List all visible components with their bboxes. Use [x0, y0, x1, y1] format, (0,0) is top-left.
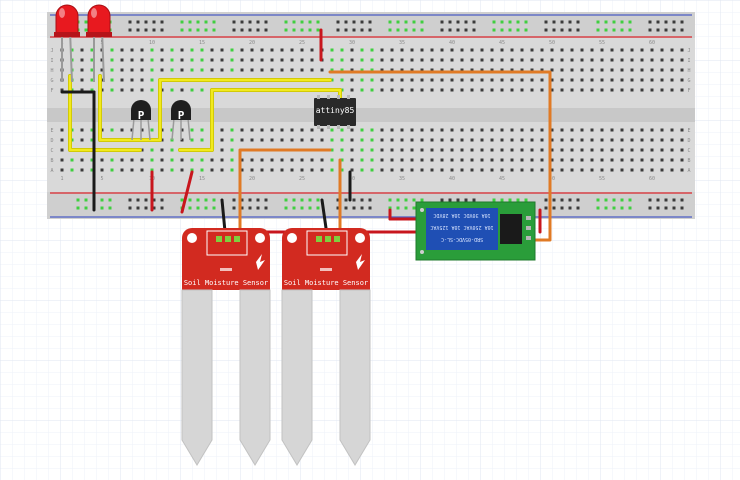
column-number-label: 30	[349, 40, 355, 46]
relay-markings: SRD-05VDC-SL-C 10A 250VAC 10A 125VAC 10A…	[430, 212, 493, 242]
breadboard: 1155101015152020252530303535404045455050…	[47, 12, 695, 219]
transistor-q2: P	[171, 100, 191, 141]
breadboard-center-channel	[47, 108, 695, 122]
column-number-label: 60	[649, 176, 655, 182]
relay-line-1: SRD-05VDC-SL-C	[441, 236, 483, 242]
column-number-label: 30	[349, 176, 355, 182]
soil-sensor-2: Soil Moisture Sensor	[281, 228, 371, 466]
row-letter-label: F	[50, 88, 53, 94]
column-number-label: 50	[549, 40, 555, 46]
row-letter-label: E	[687, 128, 690, 134]
column-number-label: 45	[499, 40, 505, 46]
column-number-label: 45	[499, 176, 505, 182]
row-letter-label: G	[50, 78, 53, 84]
relay-line-2: 10A 250VAC 10A 125VAC	[430, 224, 493, 230]
transistor-q1-marking: P	[138, 109, 145, 122]
column-number-label: 60	[649, 40, 655, 46]
attiny85-chip: attiny85	[314, 95, 356, 129]
column-number-label: 10	[149, 40, 155, 46]
column-number-label: 20	[249, 176, 255, 182]
row-letter-label: G	[687, 78, 690, 84]
soil-sensor-1-label: Soil Moisture Sensor	[184, 279, 268, 287]
row-letter-label: J	[687, 48, 690, 54]
attiny85-label: attiny85	[316, 106, 355, 115]
row-letter-label: B	[687, 158, 690, 164]
row-letter-label: H	[50, 68, 53, 74]
row-letter-label: B	[50, 158, 53, 164]
row-letter-label: C	[50, 148, 53, 154]
row-letter-label: C	[687, 148, 690, 154]
row-letter-label: E	[50, 128, 53, 134]
column-number-label: 25	[299, 176, 305, 182]
column-number-label: 1	[60, 176, 63, 182]
column-number-label: 15	[199, 40, 205, 46]
row-letter-label: I	[687, 58, 690, 64]
soil-sensor-2-label: Soil Moisture Sensor	[284, 279, 368, 287]
column-number-label: 35	[399, 40, 405, 46]
orange-wire-relay-signal	[328, 70, 552, 242]
column-number-label: 15	[199, 176, 205, 182]
breadboard-labels: 1155101015152020252530303535404045455050…	[50, 40, 690, 182]
column-number-label: 35	[399, 176, 405, 182]
row-letter-label: A	[687, 168, 690, 174]
column-number-label: 20	[249, 40, 255, 46]
row-letter-label: H	[687, 68, 690, 74]
row-letter-label: A	[50, 168, 53, 174]
wires	[60, 28, 552, 244]
transistor-q2-marking: P	[178, 109, 185, 122]
column-number-label: 55	[599, 40, 605, 46]
row-letter-label: D	[50, 138, 53, 144]
column-number-label: 50	[549, 176, 555, 182]
column-number-label: 40	[449, 176, 455, 182]
transistor-q1: P	[131, 100, 151, 141]
column-number-label: 55	[599, 176, 605, 182]
soil-sensor-1: Soil Moisture Sensor	[181, 228, 271, 466]
relay-line-3: 10A 30VDC 10A 28VDC	[433, 212, 490, 218]
column-number-label: 5	[100, 176, 103, 182]
led-1	[54, 4, 80, 83]
relay-module: SRD-05VDC-SL-C 10A 250VAC 10A 125VAC 10A…	[415, 201, 536, 261]
column-number-label: 25	[299, 40, 305, 46]
led-2	[86, 4, 112, 83]
row-letter-label: D	[687, 138, 690, 144]
orange-wire-sensor1	[238, 148, 332, 244]
row-letter-label: J	[50, 48, 53, 54]
red-wire-q2	[180, 170, 194, 214]
column-number-label: 40	[449, 40, 455, 46]
row-letter-label: F	[687, 88, 690, 94]
row-letter-label: I	[50, 58, 53, 64]
